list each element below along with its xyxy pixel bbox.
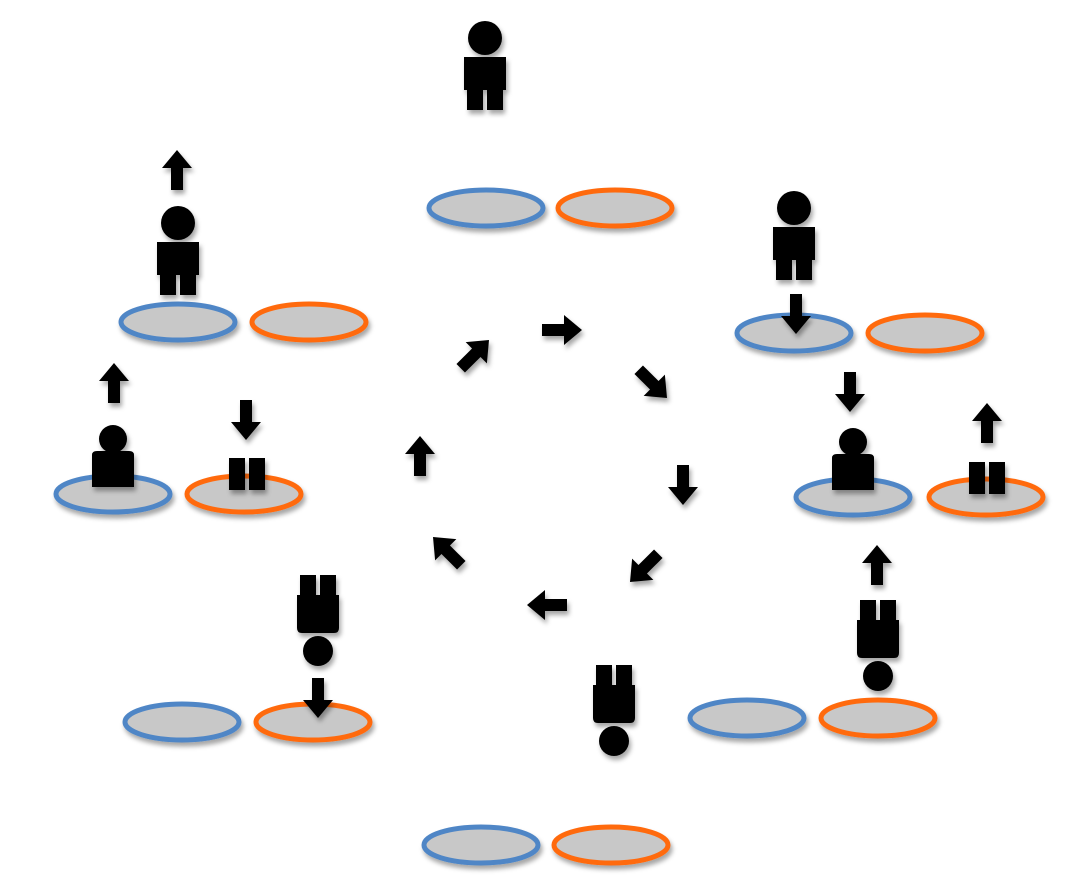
stage-6-lower-left [122, 575, 373, 743]
stage-4-lower-right [687, 545, 938, 739]
arrow-up-icon [862, 545, 892, 585]
arrow-down-icon [835, 372, 865, 412]
arrow-down-icon [231, 400, 261, 440]
arrow-icon [422, 526, 472, 576]
person-inverted-icon [857, 600, 899, 691]
arrow-icon [668, 465, 698, 505]
pad-right [249, 301, 369, 343]
arrow-icon [542, 315, 582, 345]
stage-8-upper-left [118, 150, 369, 343]
person-inverted-icon [593, 665, 635, 756]
person-upright-icon [157, 206, 199, 295]
pad-right [555, 187, 675, 229]
person-inverted-icon [297, 575, 339, 666]
pad-left [687, 697, 807, 739]
pad-right [926, 476, 1046, 518]
pad-left [118, 301, 238, 343]
arrow-up-icon [99, 363, 129, 403]
stage-3-right [793, 372, 1046, 518]
arrow-up-icon [162, 150, 192, 190]
pad-left [122, 701, 242, 743]
arrow-icon [450, 329, 500, 379]
stage-2-upper-right [734, 191, 985, 354]
stage-1-top [426, 21, 675, 229]
stage-7-left [53, 363, 304, 515]
pad-left [426, 187, 546, 229]
arrow-icon [628, 359, 678, 409]
pad-left [421, 824, 541, 866]
person-half-icon [92, 425, 134, 487]
pad-right [818, 697, 938, 739]
cycle-arrows [405, 315, 698, 620]
person-upright-icon [773, 191, 815, 280]
person-upright-icon [464, 21, 506, 110]
pad-right [865, 312, 985, 354]
person-half-icon [832, 428, 874, 490]
arrow-icon [527, 590, 567, 620]
arrow-icon [619, 543, 669, 593]
stage-5-bottom [421, 665, 671, 866]
pad-right [551, 824, 671, 866]
arrow-icon [405, 436, 435, 476]
arrow-up-icon [972, 403, 1002, 443]
